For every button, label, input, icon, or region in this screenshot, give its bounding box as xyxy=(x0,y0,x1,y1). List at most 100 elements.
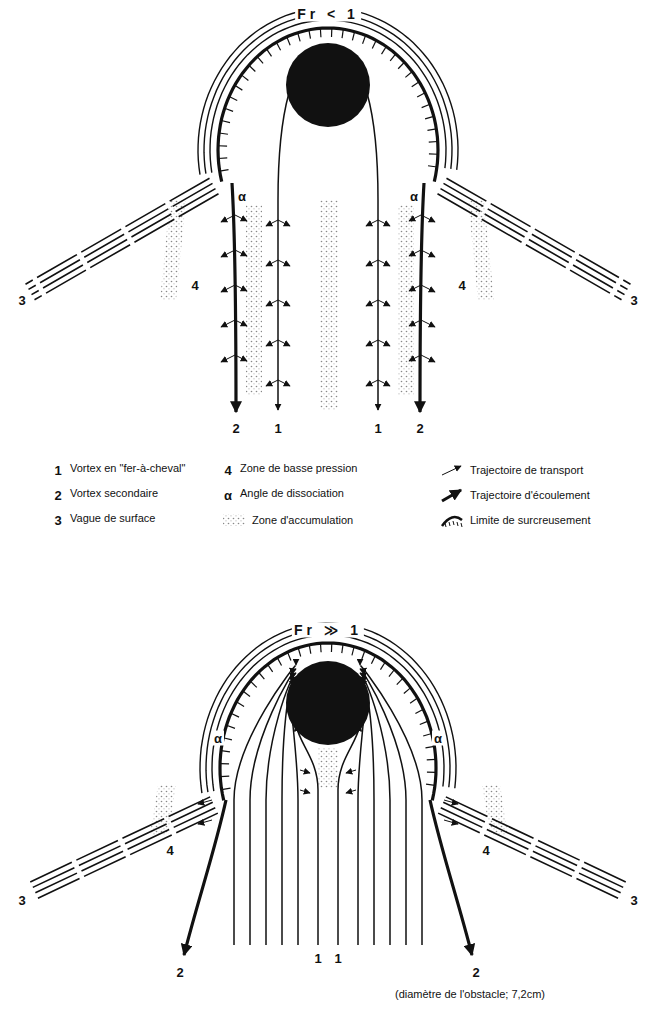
transport-arrow xyxy=(198,820,212,824)
scour-hatch xyxy=(425,746,434,748)
transport-arrow xyxy=(366,260,378,266)
transport-arrow xyxy=(409,285,421,291)
transport-arrow xyxy=(366,220,378,226)
transport-arrow xyxy=(378,220,390,226)
surface-wave xyxy=(198,8,458,175)
flow-line xyxy=(338,725,360,945)
callout-number: 3 xyxy=(16,293,27,308)
panel-title: Fr ≫ 1 xyxy=(292,623,364,638)
transport-arrow xyxy=(421,320,435,327)
transport-arrow xyxy=(278,220,290,226)
transport-arrow xyxy=(378,260,390,266)
scour-hatch xyxy=(227,725,235,728)
legend-row: Vague de surface xyxy=(70,512,155,525)
scour-hatch xyxy=(218,157,227,159)
legend-row: Vortex en "fer-à-cheval" xyxy=(70,462,185,475)
scour-hatch xyxy=(236,702,244,707)
scour-hatch xyxy=(298,33,300,42)
transport-arrow xyxy=(366,340,378,346)
scour-hatch xyxy=(235,85,243,90)
legend-text: Trajectoire de transport xyxy=(470,464,583,477)
scour-hatch xyxy=(405,72,412,78)
scour-hatch xyxy=(276,42,280,50)
scour-hatch xyxy=(389,669,395,676)
secondary-vortex xyxy=(420,183,424,412)
callout-number: α xyxy=(236,189,248,204)
transport-arrow xyxy=(266,220,278,226)
transport-arrow xyxy=(235,250,247,256)
transport-arrow xyxy=(266,260,278,266)
obstacle xyxy=(286,43,370,127)
scour-hatch xyxy=(415,709,423,713)
scour-hatch xyxy=(266,49,271,56)
legend-row: Trajectoire d'écoulement xyxy=(440,487,590,503)
scour-hatch xyxy=(429,153,438,155)
callout-number: α xyxy=(432,731,444,746)
callout-number: 3 xyxy=(52,513,63,528)
scour-hatch xyxy=(423,734,432,736)
scour-hatch xyxy=(427,129,436,131)
legend-row: Limite de surcreusement xyxy=(440,512,590,528)
scour-hatch xyxy=(259,672,265,679)
transport-arrow xyxy=(266,380,278,386)
transport-arrow xyxy=(409,355,421,361)
flow-line xyxy=(296,725,318,945)
transport-arrow xyxy=(221,355,235,362)
callout-number: 2 xyxy=(174,965,185,980)
scour-hatch xyxy=(331,643,333,652)
surface-wave xyxy=(438,813,622,900)
scour-hatch xyxy=(380,662,385,670)
legend-sample xyxy=(222,512,246,528)
scour-hatch xyxy=(422,104,430,107)
legend-text: Zone d'accumulation xyxy=(252,514,353,527)
surface-wave xyxy=(443,183,627,289)
scour-hatch xyxy=(417,93,425,97)
transport-arrow xyxy=(444,820,458,824)
scour-hatch xyxy=(243,691,250,697)
transport-arrow xyxy=(235,355,247,361)
surface-wave xyxy=(29,802,213,889)
transport-arrow xyxy=(278,380,290,386)
scour-hatch xyxy=(225,108,233,111)
transport-arrow xyxy=(235,320,247,326)
scour-hatch xyxy=(221,120,230,122)
transport-arrow xyxy=(366,300,378,306)
callout-number: 2 xyxy=(230,421,241,436)
callout-number: 4 xyxy=(189,278,200,293)
scour-hatch xyxy=(331,28,333,37)
callout-number: 1 xyxy=(332,951,343,966)
accumulation-zone xyxy=(318,748,338,788)
scour-hatch xyxy=(257,57,263,64)
transport-arrow xyxy=(421,215,435,222)
transport-arrow xyxy=(409,215,421,221)
transport-arrow xyxy=(378,380,390,386)
scour-hatch xyxy=(371,656,375,664)
legend-row: Vortex secondaire xyxy=(70,487,158,500)
legend-text: Zone de basse pression xyxy=(240,462,357,475)
transport-arrow xyxy=(221,320,235,327)
transport-arrow xyxy=(221,250,235,257)
scour-hatch xyxy=(241,75,248,81)
callout-number: 4 xyxy=(164,843,175,858)
legend-row: Zone de basse pression xyxy=(240,462,357,475)
transport-arrow xyxy=(278,300,290,306)
callout-number: 3 xyxy=(628,293,639,308)
scour-hatch xyxy=(420,721,428,724)
accumulation-zone xyxy=(398,205,414,395)
legend-text: Angle de dissociation xyxy=(240,487,344,500)
legend-row: Zone d'accumulation xyxy=(222,512,353,528)
scour-hatch xyxy=(309,30,311,39)
scour-hatch xyxy=(342,29,343,38)
transport-arrow xyxy=(235,215,247,221)
transport-arrow xyxy=(346,790,356,793)
transport-arrow xyxy=(346,770,356,773)
callout-number: 4 xyxy=(480,843,491,858)
transport-arrow xyxy=(421,250,435,257)
legend-sample xyxy=(440,512,464,528)
scour-hatch xyxy=(342,644,343,653)
panel-title: Fr < 1 xyxy=(295,7,361,22)
callout-number: α xyxy=(222,488,234,503)
scour-hatch xyxy=(249,65,255,71)
scour-hatch xyxy=(219,133,228,134)
surface-wave xyxy=(438,194,622,300)
